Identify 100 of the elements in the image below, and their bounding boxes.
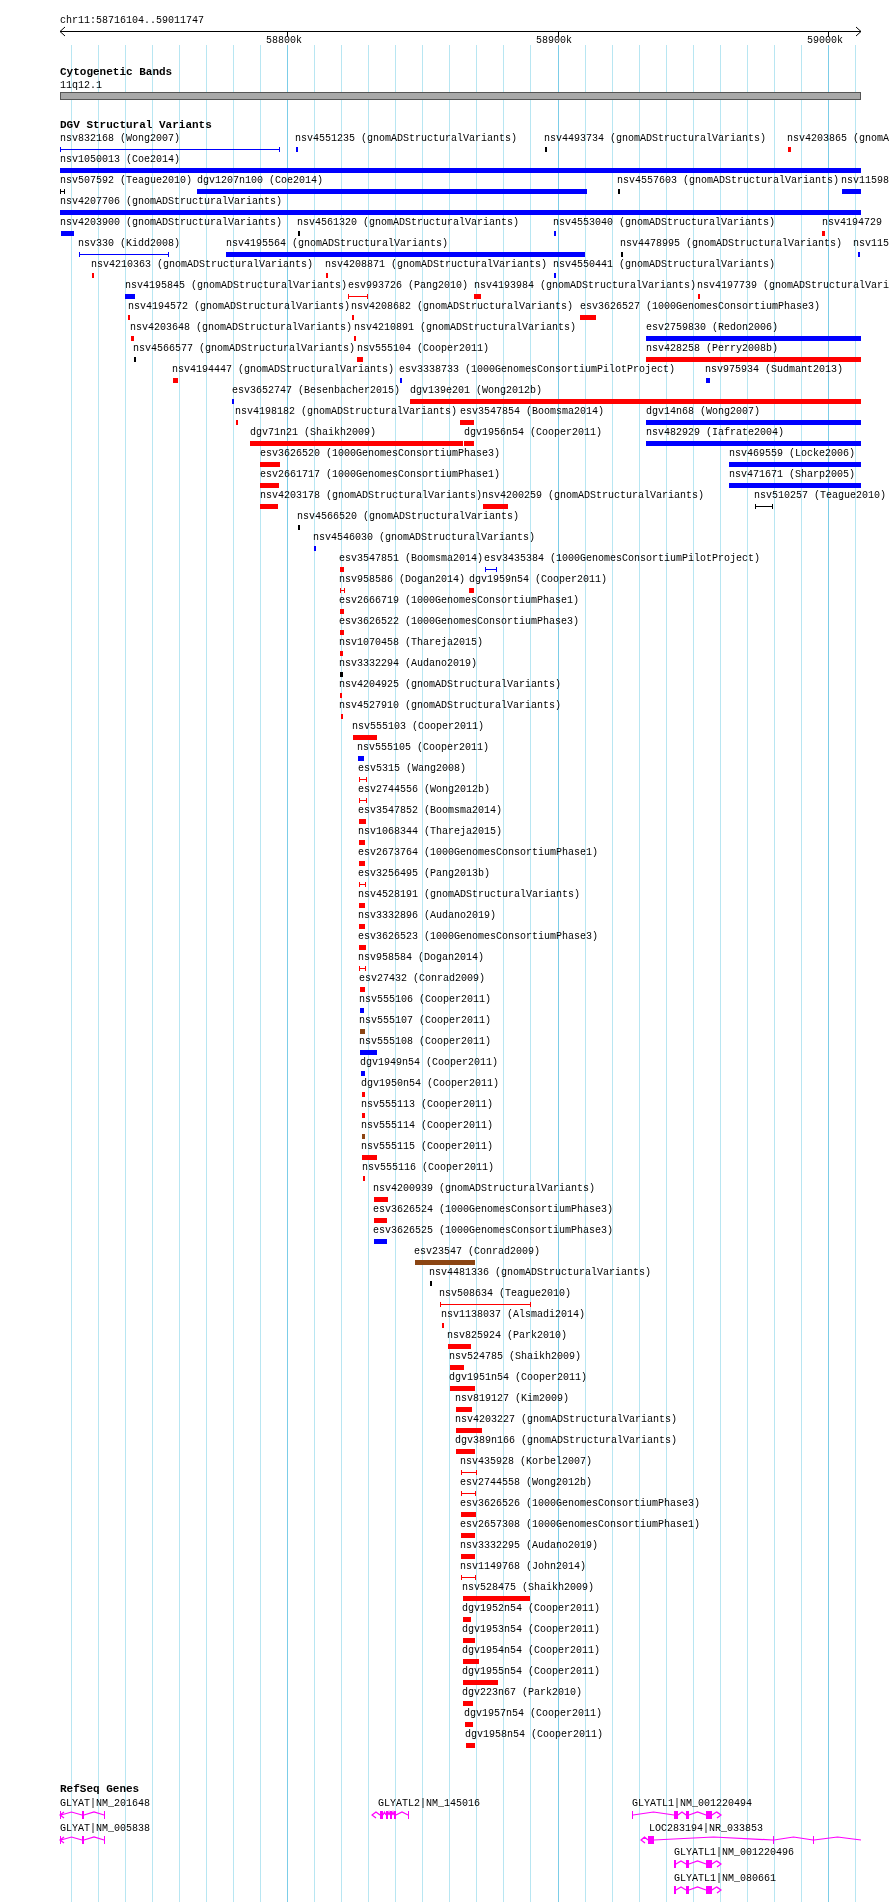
feature-label: nsv555103 (Cooper2011) <box>352 721 485 733</box>
feature-label: nsv825924 (Park2010) <box>447 1330 568 1342</box>
feature-label: nsv4527910 (gnomADStructuralVariants) <box>339 700 562 712</box>
feature-label: nsv507592 (Teague2010) <box>60 175 193 187</box>
feature-label: nsv510257 (Teague2010) <box>754 490 887 502</box>
gene-label: GLYATL1|NM_001220496 <box>674 1847 795 1859</box>
feature-label: esv3626524 (1000GenomesConsortiumPhase3) <box>373 1204 614 1216</box>
feature-label: esv3547852 (Boomsma2014) <box>358 805 503 817</box>
feature-label: nsv555113 (Cooper2011) <box>361 1099 494 1111</box>
feature-label: nsv4481336 (gnomADStructuralVariants) <box>429 1267 652 1279</box>
feature-label: nsv482929 (Iafrate2004) <box>646 427 785 439</box>
gene-label: GLYATL2|NM_145016 <box>378 1798 481 1810</box>
feature-label: nsv1050013 (Coe2014) <box>60 154 181 166</box>
feature-label: esv27432 (Conrad2009) <box>359 973 486 985</box>
feature-label: esv3547851 (Boomsma2014) <box>339 553 484 565</box>
feature-label: esv3652747 (Besenbacher2015) <box>232 385 401 397</box>
feature-label: nsv524785 (Shaikh2009) <box>449 1351 582 1363</box>
feature-label: dgv14n68 (Wong2007) <box>646 406 761 418</box>
feature-label: esv5315 (Wang2008) <box>358 763 467 775</box>
feature-label: dgv71n21 (Shaikh2009) <box>250 427 377 439</box>
feature-label: nsv555105 (Cooper2011) <box>357 742 490 754</box>
gene-label: GLYAT|NM_005838 <box>60 1823 150 1835</box>
feature-label: nsv4208871 (gnomADStructuralVariants) <box>325 259 548 271</box>
feature-label: dgv1957n54 (Cooper2011) <box>464 1708 603 1720</box>
feature-label: dgv1949n54 (Cooper2011) <box>360 1057 499 1069</box>
feature-label: dgv1958n54 (Cooper2011) <box>465 1729 604 1741</box>
feature-label: nsv3332896 (Audano2019) <box>358 910 497 922</box>
feature-label: esv3256495 (Pang2013b) <box>358 868 491 880</box>
feature-label: nsv471671 (Sharp2005) <box>729 469 856 481</box>
feature-label: nsv555106 (Cooper2011) <box>359 994 492 1006</box>
feature-label: nsv958584 (Dogan2014) <box>358 952 485 964</box>
feature-label: esv2657308 (1000GenomesConsortiumPhase1) <box>460 1519 701 1531</box>
feature-label: nsv1070458 (Thareja2015) <box>339 637 484 649</box>
feature-label: nsv4493734 (gnomADStructuralVariants) <box>544 133 767 145</box>
feature-label: nsv555104 (Cooper2011) <box>357 343 490 355</box>
feature-label: nsv4197739 (gnomADStructuralVari <box>697 280 890 292</box>
feature-label: nsv4203865 (gnomA <box>787 133 890 145</box>
band-label: 11q12.1 <box>60 80 102 92</box>
feature-label: esv2759830 (Redon2006) <box>646 322 779 334</box>
track-title: DGV Structural Variants <box>60 119 212 132</box>
feature-label: esv2744558 (Wong2012b) <box>460 1477 593 1489</box>
feature-label: dgv1953n54 (Cooper2011) <box>462 1624 601 1636</box>
feature-label: nsv4200939 (gnomADStructuralVariants) <box>373 1183 596 1195</box>
feature-label: nsv4210891 (gnomADStructuralVariants) <box>354 322 577 334</box>
feature-label: nsv4208682 (gnomADStructuralVariants) <box>351 301 574 313</box>
feature-label: nsv11598 <box>841 175 889 187</box>
feature-label: esv3338733 (1000GenomesConsortiumPilotProject) <box>399 364 676 376</box>
feature-label: esv2673764 (1000GenomesConsortiumPhase1) <box>358 847 599 859</box>
feature-label: nsv469559 (Locke2006) <box>729 448 856 460</box>
feature-label: nsv4204925 (gnomADStructuralVariants) <box>339 679 562 691</box>
coordinate-label: chr11:58716104..59011747 <box>60 15 205 27</box>
feature-label: esv3626520 (1000GenomesConsortiumPhase3) <box>260 448 501 460</box>
gene-label: GLYAT|NM_201648 <box>60 1798 150 1810</box>
tick-label: 59000k <box>807 35 843 47</box>
feature-label: dgv1207n100 (Coe2014) <box>197 175 324 187</box>
feature-label: nsv1068344 (Thareja2015) <box>358 826 503 838</box>
feature-label: esv3626525 (1000GenomesConsortiumPhase3) <box>373 1225 614 1237</box>
feature-label: nsv4551235 (gnomADStructuralVariants) <box>295 133 518 145</box>
feature-label: dgv1950n54 (Cooper2011) <box>361 1078 500 1090</box>
tick-label: 58800k <box>266 35 302 47</box>
feature-label: esv2666719 (1000GenomesConsortiumPhase1) <box>339 595 580 607</box>
tick-label: 58900k <box>536 35 572 47</box>
feature-label: nsv975934 (Sudmant2013) <box>705 364 844 376</box>
feature-label: esv2744556 (Wong2012b) <box>358 784 491 796</box>
feature-label: nsv4203227 (gnomADStructuralVariants) <box>455 1414 678 1426</box>
feature-label: nsv4566520 (gnomADStructuralVariants) <box>297 511 520 523</box>
feature-label: nsv4557603 (gnomADStructuralVariants) <box>617 175 840 187</box>
feature-label: nsv555107 (Cooper2011) <box>359 1015 492 1027</box>
feature-label: nsv958586 (Dogan2014) <box>339 574 466 586</box>
feature-label: esv23547 (Conrad2009) <box>414 1246 541 1258</box>
feature-label: nsv4195845 (gnomADStructuralVariants) <box>125 280 348 292</box>
feature-label: nsv4198182 (gnomADStructuralVariants) <box>235 406 458 418</box>
feature-label: esv3626523 (1000GenomesConsortiumPhase3) <box>358 931 599 943</box>
feature-label: nsv4561320 (gnomADStructuralVariants) <box>297 217 520 229</box>
feature-label: nsv832168 (Wong2007) <box>60 133 181 145</box>
feature-label: nsv4528191 (gnomADStructuralVariants) <box>358 889 581 901</box>
feature-label: esv3626522 (1000GenomesConsortiumPhase3) <box>339 616 580 628</box>
feature-label: dgv1956n54 (Cooper2011) <box>464 427 603 439</box>
feature-label: nsv819127 (Kim2009) <box>455 1393 570 1405</box>
feature-label: nsv330 (Kidd2008) <box>78 238 181 250</box>
feature-label: nsv4203178 (gnomADStructuralVariants) <box>260 490 483 502</box>
feature-label: nsv4546030 (gnomADStructuralVariants) <box>313 532 536 544</box>
feature-label: esv993726 (Pang2010) <box>348 280 469 292</box>
gene-label: GLYATL1|NM_001220494 <box>632 1798 753 1810</box>
feature-label: nsv1149768 (John2014) <box>460 1561 587 1573</box>
feature-label: nsv428258 (Perry2008b) <box>646 343 779 355</box>
feature-label: nsv4478995 (gnomADStructuralVariants) <box>620 238 843 250</box>
feature-label: nsv4200259 (gnomADStructuralVariants) <box>482 490 705 502</box>
feature-label: nsv555108 (Cooper2011) <box>359 1036 492 1048</box>
feature-label: nsv4553040 (gnomADStructuralVariants) <box>553 217 776 229</box>
feature-label: dgv389n166 (gnomADStructuralVariants) <box>455 1435 678 1447</box>
feature-label: nsv528475 (Shaikh2009) <box>462 1582 595 1594</box>
gene-label: GLYATL1|NM_080661 <box>674 1873 777 1885</box>
feature-label: dgv1954n54 (Cooper2011) <box>462 1645 601 1657</box>
feature-label: dgv139e201 (Wong2012b) <box>410 385 543 397</box>
feature-label: esv3547854 (Boomsma2014) <box>460 406 605 418</box>
feature-label: esv3435384 (1000GenomesConsortiumPilotProject) <box>484 553 761 565</box>
feature-label: nsv4566577 (gnomADStructuralVariants) <box>133 343 356 355</box>
feature-label: nsv115 <box>853 238 889 250</box>
feature-label: nsv4203900 (gnomADStructuralVariants) <box>60 217 283 229</box>
